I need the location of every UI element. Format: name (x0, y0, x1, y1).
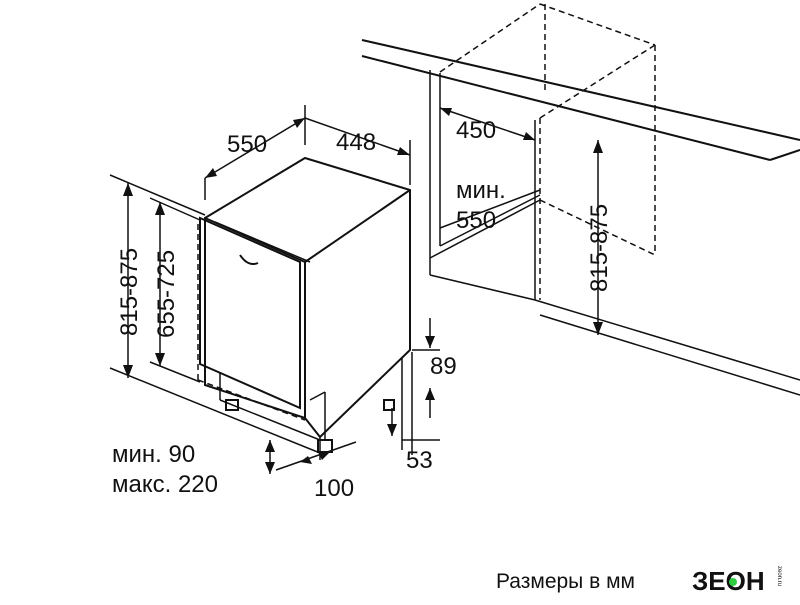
dim-top: 550 448 (204, 105, 411, 200)
brand-logo: ЗЕОН zeon.ru (692, 566, 782, 596)
label-450: 450 (456, 117, 496, 144)
label-min-550: 550 (456, 207, 496, 234)
dim-niche-depth: мин. 550 (439, 177, 541, 234)
label-655-725: 655-725 (153, 250, 180, 338)
dishwasher-body (197, 156, 413, 460)
dim-niche-width: 450 (439, 107, 536, 144)
dim-niche-height: 815-875 (586, 140, 613, 335)
label-min-90: мин. 90 (112, 441, 195, 468)
label-max-220: макс. 220 (112, 471, 218, 498)
dim-89: 89 (412, 318, 457, 418)
dim-door-height: 655-725 (149, 197, 201, 383)
logo-text: ЗЕОН (692, 566, 765, 596)
countertop (361, 39, 800, 161)
label-53: 53 (406, 447, 433, 474)
label-448: 448 (336, 129, 376, 156)
label-100: 100 (314, 475, 354, 502)
label-89: 89 (430, 353, 457, 380)
dim-plinth-range: мин. 90 макс. 220 (112, 440, 275, 498)
label-niche-815-875: 815-875 (586, 204, 613, 292)
dim-53: 53 (387, 408, 440, 474)
label-min: мин. (456, 177, 506, 204)
label-550: 550 (227, 131, 267, 158)
dim-100: 100 (275, 441, 357, 502)
caption: Размеры в мм (496, 570, 635, 593)
logo-dot-icon (729, 578, 737, 586)
label-total-815-875: 815-875 (116, 248, 143, 336)
logo-subtext: zeon.ru (776, 566, 782, 586)
dim-total-height: 815-875 (109, 174, 326, 456)
